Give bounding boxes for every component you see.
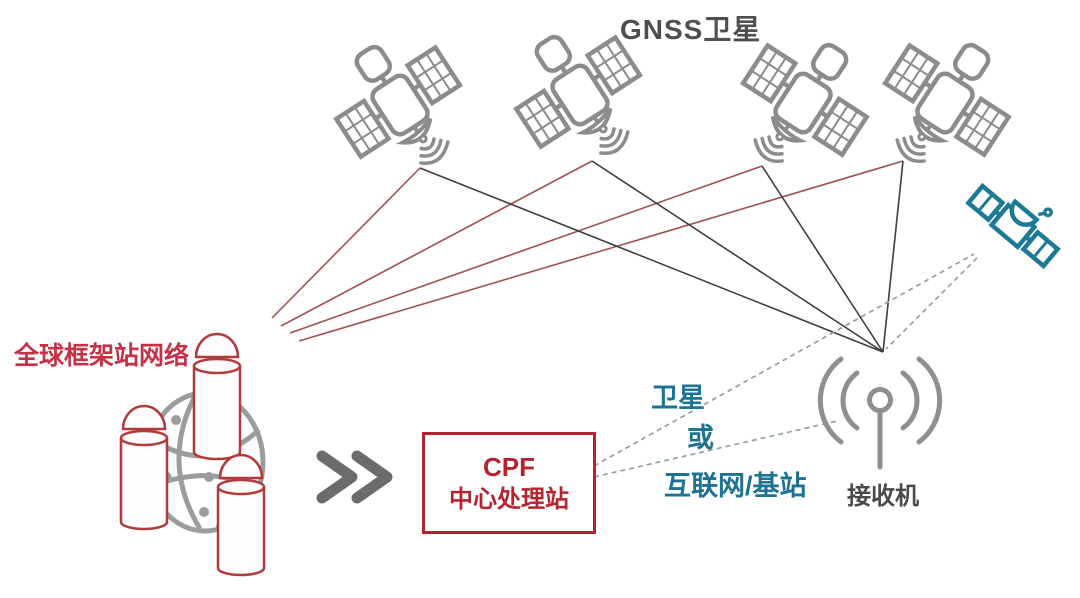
gnss-satellite-icon-1 xyxy=(314,18,487,194)
cpf-processing-station-box: CPF 中心处理站 xyxy=(422,432,596,534)
black-signal-line xyxy=(591,160,884,353)
observatory-tower-icon-right xyxy=(216,453,266,577)
receiver-antenna-icon xyxy=(817,356,943,470)
cpf-to-satellite-link xyxy=(593,253,975,467)
satellite-to-receiver-link xyxy=(885,257,978,350)
cpf-box-title: CPF xyxy=(483,451,535,482)
black-signal-line xyxy=(761,165,884,353)
correction-links xyxy=(593,253,978,478)
black-signal-line xyxy=(882,160,904,353)
comm-satellite-icon xyxy=(967,167,1074,268)
station-network-label: 全球框架站网络 xyxy=(14,342,190,370)
observatory-tower-icon-top xyxy=(192,332,242,461)
gnss-satellite-icon-4 xyxy=(858,16,1031,192)
link-label-internet: 互联网/基站 xyxy=(664,471,807,501)
observatory-tower-icon-left xyxy=(119,404,169,531)
black-signal-line xyxy=(419,167,884,353)
cpf-to-receiver-link xyxy=(593,420,838,478)
cpf-box-subtitle: 中心处理站 xyxy=(449,486,569,514)
satellite-to-receiver-lines xyxy=(419,160,904,353)
link-label-or: 或 xyxy=(687,423,714,453)
link-label-satellite: 卫星 xyxy=(651,383,705,413)
satellite-to-station-lines xyxy=(271,160,904,342)
red-signal-line xyxy=(280,160,593,327)
red-signal-line xyxy=(298,160,904,342)
diagram-title: GNSS卫星 xyxy=(620,14,762,45)
receiver-label: 接收机 xyxy=(847,483,919,510)
double-chevron-icon xyxy=(316,450,393,504)
red-signal-line xyxy=(289,165,763,334)
red-signal-line xyxy=(271,167,421,319)
